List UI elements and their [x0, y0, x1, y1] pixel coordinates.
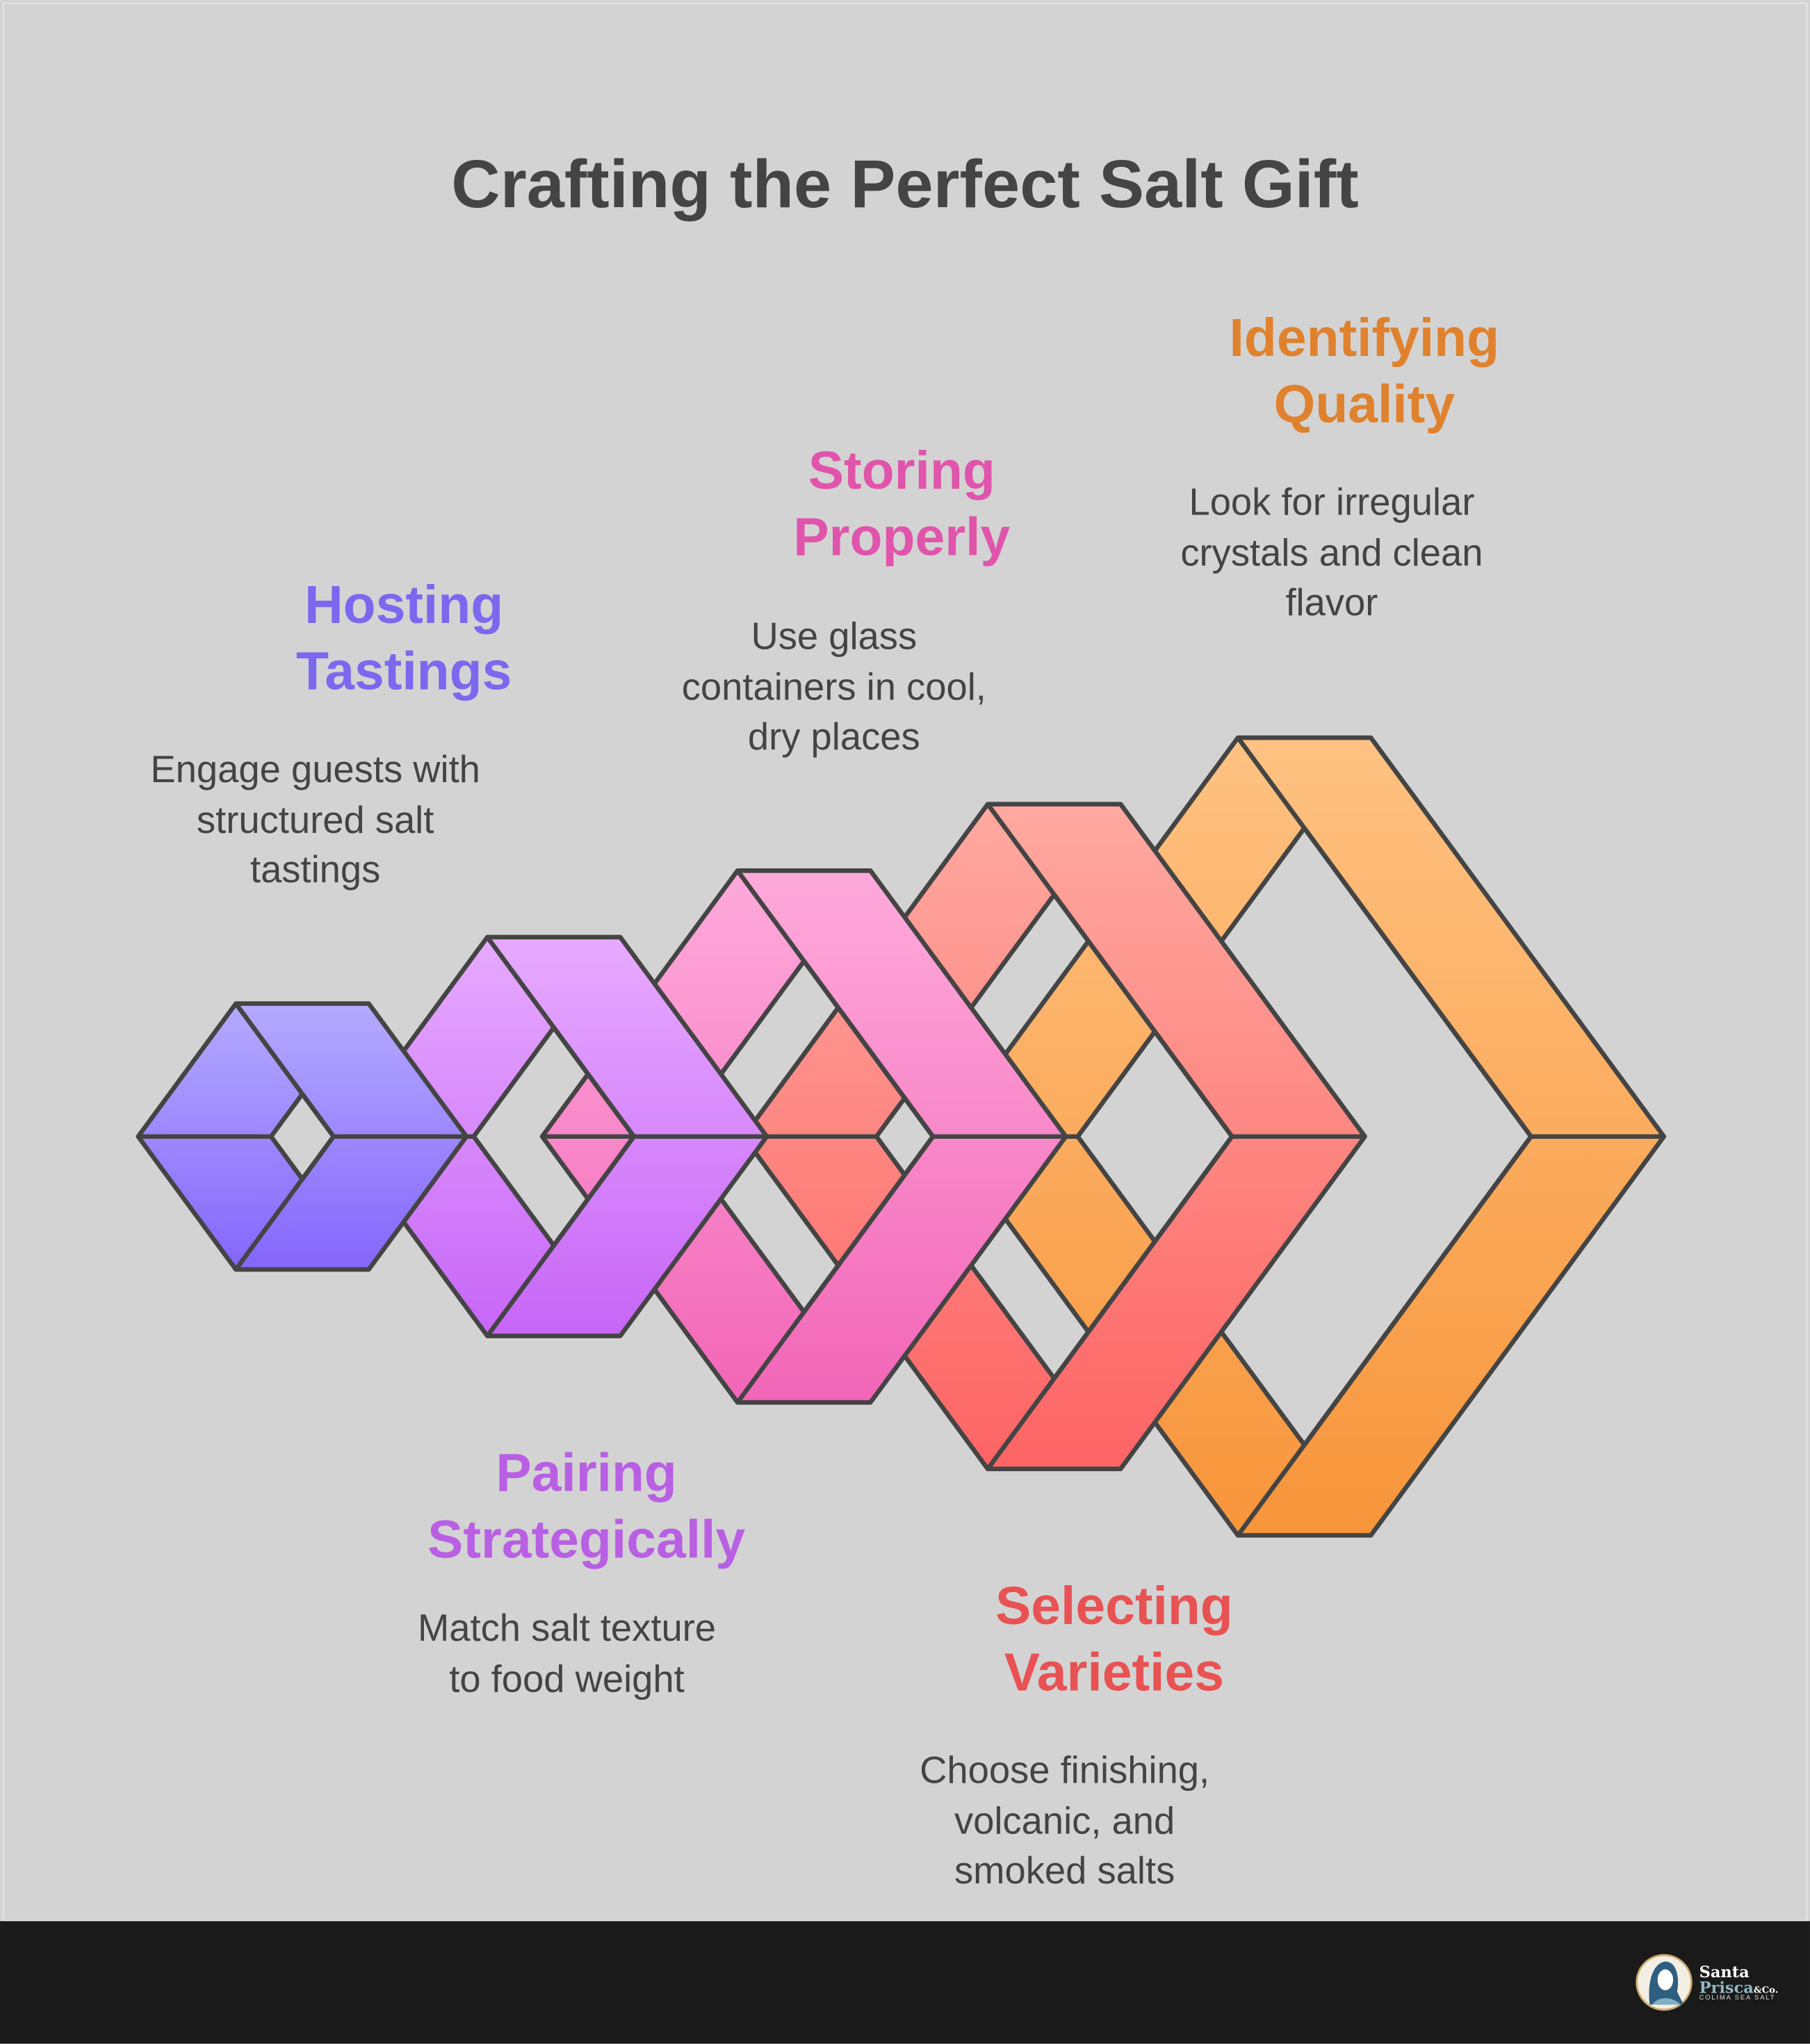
- heading-line: Strategically: [427, 1509, 746, 1570]
- desc-line: tastings: [250, 850, 381, 892]
- page-title: Crafting the Perfect Salt Gift: [451, 147, 1359, 223]
- desc-line: smoked salts: [954, 1851, 1175, 1893]
- step-heading: Storing Properly: [793, 438, 1010, 571]
- step-pairing-desc: Match salt texture to food weight: [418, 1605, 716, 1705]
- step-hosting-desc: Engage guests with structured salt tasti…: [150, 745, 480, 896]
- desc-line: Engage guests with: [150, 749, 480, 791]
- step-identifying-desc: Look for irregular crystals and clean fl…: [1180, 478, 1483, 629]
- heading-line: Selecting: [995, 1575, 1233, 1636]
- step-heading: Identifying Quality: [1230, 305, 1500, 438]
- footer-bar: Santa Prisca&Co. COLIMA SEA SALT: [0, 1921, 1810, 2044]
- step-selecting-desc: Choose finishing, volcanic, and smoked s…: [920, 1746, 1209, 1897]
- heading-line: Quality: [1273, 374, 1456, 435]
- brand-logo: Santa Prisca&Co. COLIMA SEA SALT: [1634, 1952, 1778, 2012]
- heading-line: Properly: [793, 507, 1011, 567]
- step-description: Match salt texture to food weight: [418, 1605, 716, 1705]
- desc-line: structured salt: [196, 800, 434, 842]
- chevron-shape-pairing: [339, 934, 769, 1338]
- desc-line: flavor: [1285, 582, 1378, 624]
- logo-line: Prisca&Co.: [1699, 1979, 1779, 1995]
- logo-line: Santa: [1699, 1962, 1750, 1981]
- chevron-band-edge: [138, 1002, 467, 1271]
- desc-line: Choose finishing,: [920, 1750, 1210, 1792]
- desc-line: Use glass: [751, 616, 918, 658]
- desc-line: Match salt texture: [417, 1608, 717, 1650]
- logo-tagline: COLIMA SEA SALT: [1699, 1993, 1776, 2002]
- step-heading: Hosting Tastings: [296, 572, 512, 705]
- desc-line: volcanic, and: [954, 1800, 1175, 1842]
- frame: [2, 2, 1808, 1922]
- heading-line: Pairing: [496, 1443, 677, 1503]
- step-description: Choose finishing, volcanic, and smoked s…: [920, 1746, 1209, 1897]
- chevron-shape-storing: [539, 868, 1068, 1405]
- logo-suffix: &Co.: [1753, 1983, 1779, 1995]
- step-heading: Selecting Varieties: [995, 1573, 1233, 1706]
- heading-line: Tastings: [295, 641, 512, 701]
- heading-line: Identifying: [1229, 307, 1500, 368]
- step-pairing-strategically: Pairing Strategically: [427, 1441, 745, 1573]
- step-description: Engage guests with structured salt tasti…: [150, 745, 480, 896]
- step-storing-desc: Use glass containers in cool, dry places: [682, 613, 986, 763]
- desc-line: dry places: [747, 717, 920, 759]
- madonna-emblem-icon: [1636, 1954, 1693, 2011]
- step-heading: Pairing Strategically: [427, 1441, 745, 1573]
- desc-line: crystals and clean: [1180, 532, 1483, 574]
- heading-line: Hosting: [304, 574, 504, 635]
- heading-line: Varieties: [1004, 1642, 1224, 1703]
- desc-line: Look for irregular: [1189, 482, 1475, 524]
- desc-line: to food weight: [449, 1658, 685, 1701]
- step-storing-properly: Storing Properly: [793, 438, 1010, 571]
- step-selecting-varieties: Selecting Varieties: [995, 1573, 1233, 1706]
- step-description: Look for irregular crystals and clean fl…: [1180, 478, 1483, 629]
- step-description: Use glass containers in cool, dry places: [682, 613, 986, 763]
- step-identifying-quality: Identifying Quality: [1230, 305, 1500, 438]
- logo-name: Prisca: [1699, 1977, 1754, 1997]
- chevron-shape-hosting: [136, 1001, 469, 1272]
- step-hosting-tastings: Hosting Tastings: [296, 572, 512, 705]
- desc-line: containers in cool,: [681, 666, 986, 708]
- heading-line: Storing: [808, 440, 995, 501]
